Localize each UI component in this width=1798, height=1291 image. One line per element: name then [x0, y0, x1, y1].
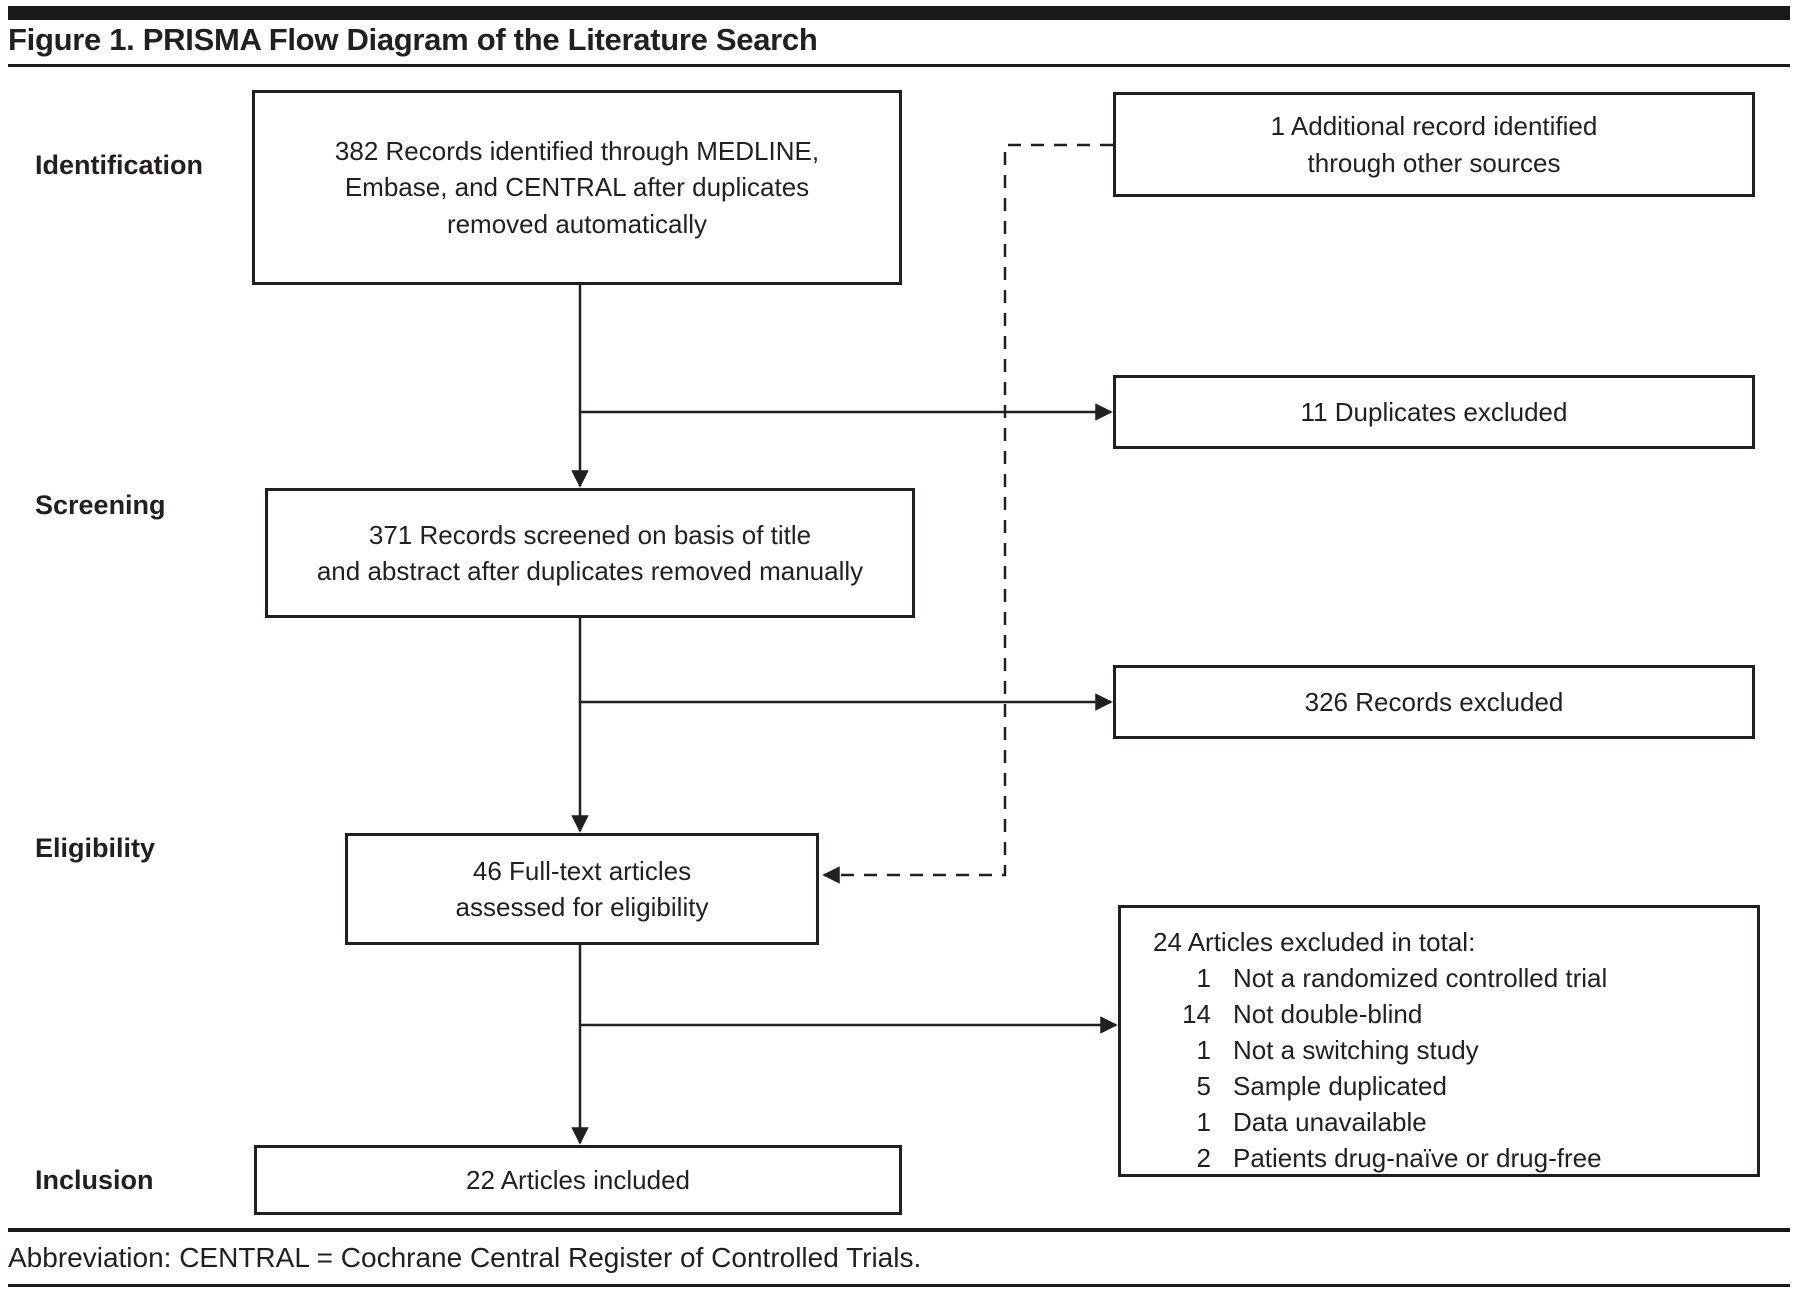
box-duplicates-excluded: 11 Duplicates excluded [1113, 375, 1755, 449]
exclusion-reason: Patients drug-naïve or drug-free [1233, 1143, 1602, 1173]
footer-rule-bottom [8, 1284, 1790, 1287]
box-fulltext-assessed: 46 Full-text articles assessed for eligi… [345, 833, 819, 945]
top-black-bar [8, 6, 1790, 20]
exclusion-count: 1 [1196, 1035, 1211, 1065]
exclusion-item: 1 Not a randomized controlled trial [1153, 960, 1747, 996]
exclusion-reason: Sample duplicated [1233, 1071, 1447, 1101]
exclusion-item: 2 Patients drug-naïve or drug-free [1153, 1140, 1747, 1176]
exclusion-count: 1 [1196, 963, 1211, 993]
exclusion-item: 5 Sample duplicated [1153, 1068, 1747, 1104]
exclusion-reason: Not a switching study [1233, 1035, 1479, 1065]
box-articles-included: 22 Articles included [254, 1145, 902, 1215]
exclusion-item: 1 Not a switching study [1153, 1032, 1747, 1068]
exclusion-item: 1 Data unavailable [1153, 1104, 1747, 1140]
box-records-screened: 371 Records screened on basis of title a… [265, 488, 915, 618]
dashed-arrow-additional-to-fulltext [822, 143, 1113, 884]
figure-title: Figure 1. PRISMA Flow Diagram of the Lit… [8, 22, 818, 57]
exclusion-count: 1 [1196, 1107, 1211, 1137]
exclusion-reason: Data unavailable [1233, 1107, 1427, 1137]
exclusion-count: 14 [1182, 999, 1211, 1029]
exclusion-reason: Not double-blind [1233, 999, 1423, 1029]
stage-label-inclusion: Inclusion [35, 1165, 154, 1195]
box-additional-records: 1 Additional record identified through o… [1113, 92, 1755, 197]
box-records-excluded: 326 Records excluded [1113, 665, 1755, 739]
stage-label-identification: Identification [35, 150, 203, 180]
footer-rule-top [8, 1228, 1790, 1232]
box-records-identified: 382 Records identified through MEDLINE, … [252, 90, 902, 285]
articles-excluded-header: 24 Articles excluded in total: [1153, 927, 1476, 957]
exclusion-count: 2 [1196, 1143, 1211, 1173]
title-underline [8, 64, 1790, 67]
abbreviation-note: Abbreviation: CENTRAL = Cochrane Central… [8, 1242, 922, 1273]
stage-label-screening: Screening [35, 490, 166, 520]
stage-label-eligibility: Eligibility [35, 833, 156, 863]
exclusion-item: 14 Not double-blind [1153, 996, 1747, 1032]
box-articles-excluded: 24 Articles excluded in total: 1 Not a r… [1118, 905, 1760, 1177]
exclusion-reason: Not a randomized controlled trial [1233, 963, 1608, 993]
exclusion-count: 5 [1196, 1071, 1211, 1101]
